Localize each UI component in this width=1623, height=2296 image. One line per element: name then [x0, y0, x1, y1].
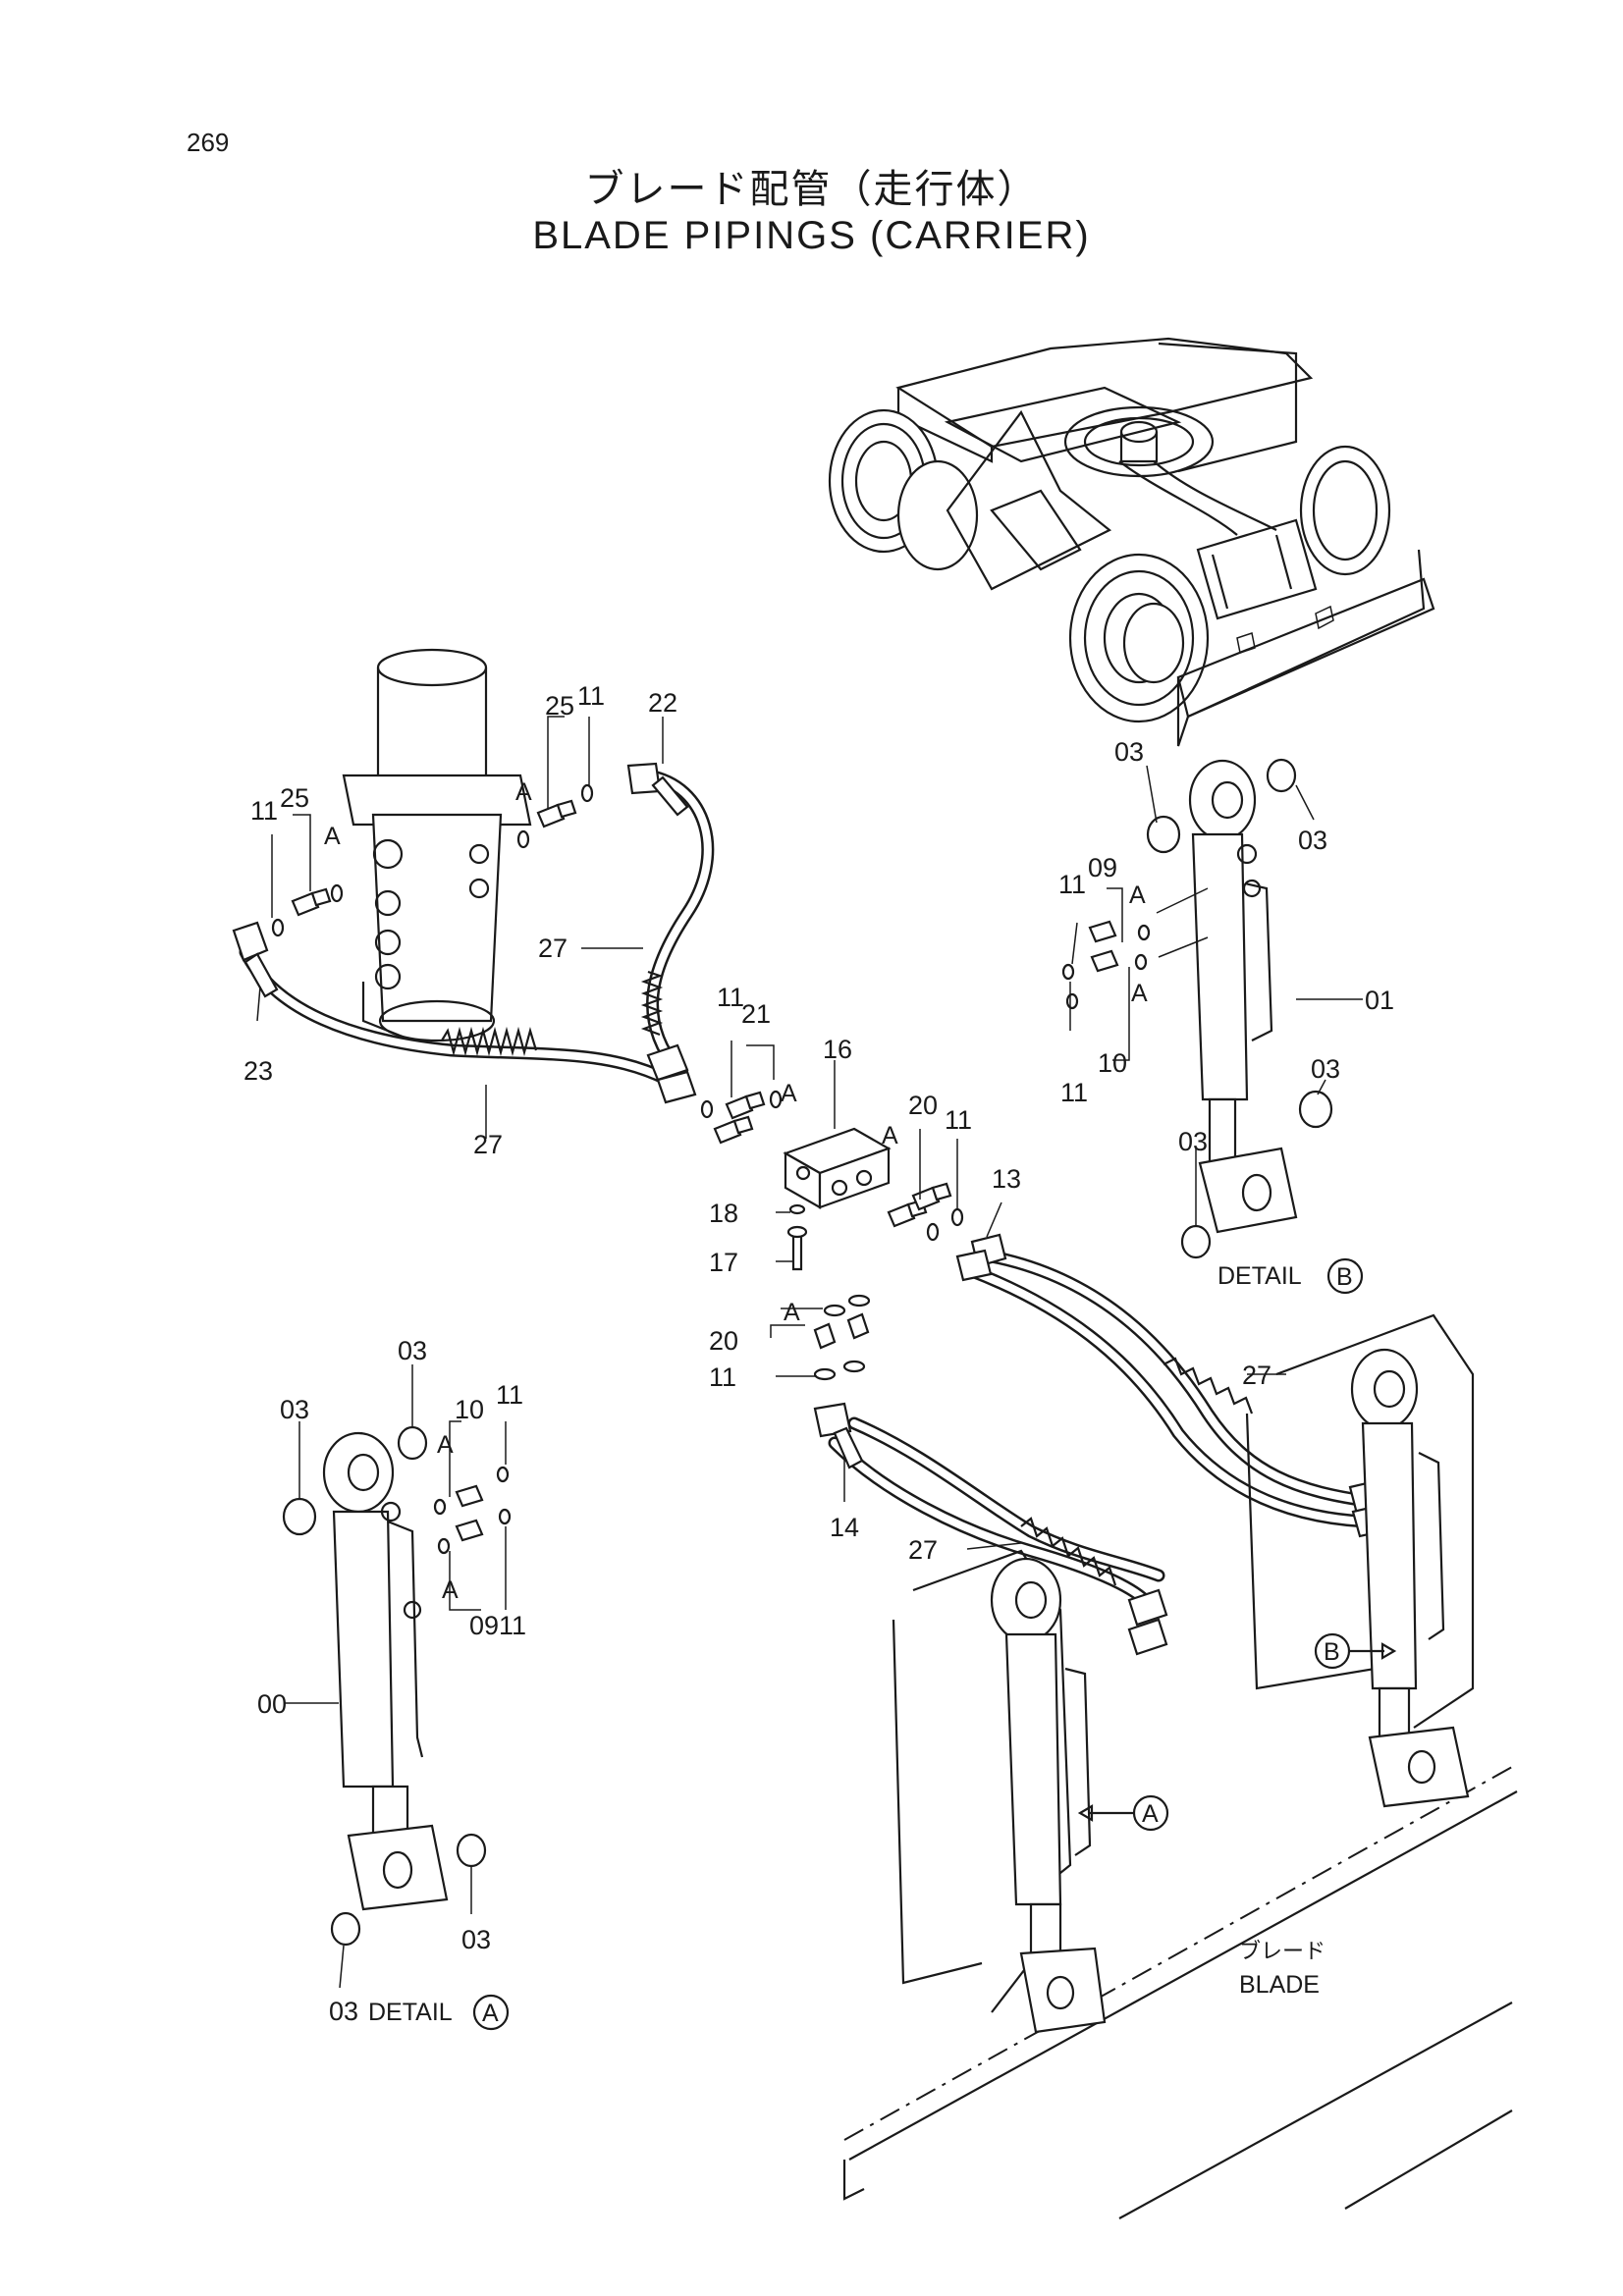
blade-label-english: BLADE: [1239, 1971, 1320, 1999]
callout-25: 25: [545, 691, 574, 721]
callout-11: 11: [945, 1105, 972, 1135]
hose-protector-springs: [441, 970, 1254, 1586]
blade-assembly: [842, 1313, 1518, 2219]
callout-11: 11: [1058, 870, 1086, 899]
callout-01: 01: [1365, 986, 1394, 1015]
callout-labels: 11 25 23 25 11 22 27 27 11 21 16 20 11 1…: [243, 681, 1394, 2026]
detail-a-label: DETAIL: [368, 1999, 453, 2026]
callout-11: 11: [496, 1380, 523, 1410]
callout-03: 03: [1298, 826, 1327, 855]
callout-27: 27: [1242, 1361, 1271, 1390]
callout-sub-a: A: [1129, 881, 1146, 909]
callout-21: 21: [741, 999, 771, 1029]
callout-18: 18: [709, 1199, 738, 1228]
callout-03: 03: [280, 1395, 309, 1424]
callout-11: 11: [499, 1611, 526, 1640]
page-title-english: BLADE PIPINGS (CARRIER): [532, 214, 1091, 257]
callout-03: 03: [461, 1925, 491, 1954]
marker-b: B: [1324, 1638, 1340, 1666]
callout-sub-a: A: [442, 1576, 459, 1604]
callout-27: 27: [908, 1535, 938, 1565]
callout-20: 20: [709, 1326, 738, 1356]
detail-a-circle: [472, 1994, 510, 2031]
callout-16: 16: [823, 1035, 852, 1064]
callout-22: 22: [648, 688, 677, 718]
valve-block: [783, 1127, 892, 1209]
callout-17: 17: [709, 1248, 738, 1277]
callout-sub-a: A: [1131, 980, 1148, 1007]
callout-27: 27: [473, 1130, 503, 1159]
marker-a: A: [1142, 1800, 1159, 1828]
callout-09: 09: [1088, 853, 1117, 882]
callout-11: 11: [577, 681, 605, 711]
detail-b-cylinder: [1061, 758, 1333, 1259]
callout-03: 03: [1311, 1054, 1340, 1084]
callout-11: 11: [709, 1362, 736, 1392]
callout-20: 20: [908, 1091, 938, 1120]
detail-b-mark: B: [1336, 1263, 1353, 1291]
callout-14: 14: [830, 1513, 859, 1542]
adapters-and-o-rings: [271, 783, 964, 1381]
callout-sub-a: A: [324, 823, 341, 850]
callout-03: 03: [1114, 737, 1144, 767]
detail-b-label: DETAIL: [1217, 1262, 1302, 1290]
callout-23: 23: [243, 1056, 273, 1086]
callout-10: 10: [455, 1395, 484, 1424]
page-title-japanese: ブレード配管（走行体）: [584, 167, 1039, 212]
callout-sub-a: A: [437, 1431, 454, 1459]
hose-lines: [239, 769, 1381, 1612]
callout-25: 25: [280, 783, 309, 813]
callout-03: 03: [329, 1997, 358, 2026]
callout-03: 03: [1178, 1127, 1208, 1156]
detail-a-cylinder: [282, 1425, 512, 1947]
callout-sub-a: A: [784, 1299, 800, 1326]
center-joint-illustration: [342, 648, 532, 1042]
callout-03: 03: [398, 1336, 427, 1365]
blade-label-japanese: ブレード: [1239, 1940, 1325, 1964]
detail-labels: DETAIL A DETAIL B A B ブレード BLADE: [368, 1257, 1397, 2031]
detail-a-mark: A: [482, 2000, 499, 2027]
detail-b-circle: [1326, 1257, 1364, 1295]
leader-lines: [256, 716, 1363, 1989]
page-number: 269: [187, 128, 230, 157]
callout-11: 11: [250, 796, 278, 826]
callout-sub-a: A: [515, 778, 532, 806]
callout-sub-a: A: [882, 1122, 898, 1149]
callout-sub-a: A: [781, 1080, 797, 1107]
callout-10: 10: [1098, 1048, 1127, 1078]
callout-13: 13: [992, 1164, 1021, 1194]
callout-00: 00: [257, 1689, 287, 1719]
callout-11: 11: [1060, 1078, 1088, 1107]
callout-27: 27: [538, 934, 568, 963]
callout-11: 11: [717, 983, 744, 1012]
carrier-chassis-illustration: [828, 337, 1435, 747]
marker-a-arrowhead: [1077, 1804, 1094, 1822]
callout-09: 09: [469, 1611, 499, 1640]
marker-b-arrowhead: [1380, 1642, 1397, 1660]
